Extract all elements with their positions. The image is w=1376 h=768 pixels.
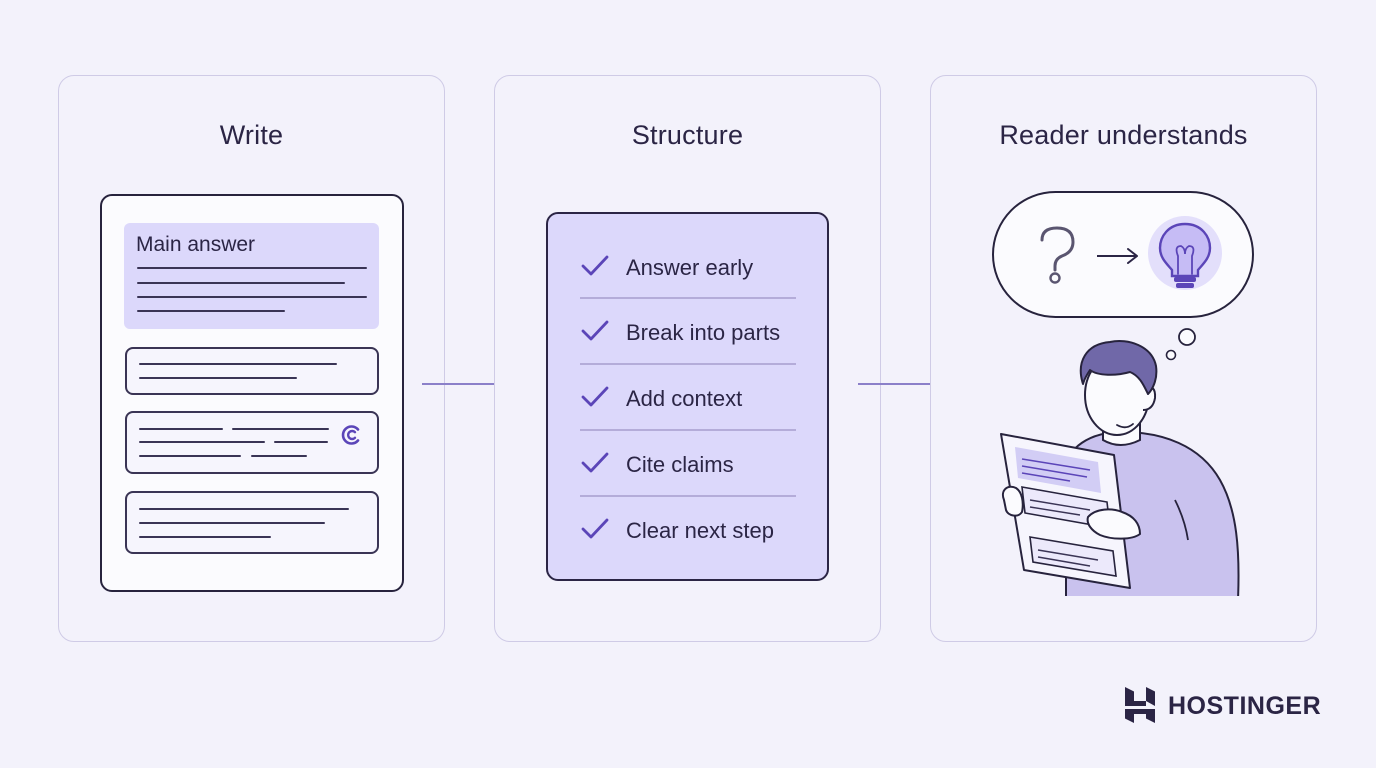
main-answer-block: Main answer — [124, 223, 379, 329]
text-line — [137, 310, 285, 312]
step-title-write: Write — [219, 120, 284, 150]
checklist-item: Break into parts — [580, 312, 796, 352]
text-line — [137, 282, 345, 284]
checklist-item: Clear next step — [580, 510, 796, 550]
hostinger-logo-icon — [1125, 687, 1155, 723]
lightbulb-icon — [1148, 216, 1222, 290]
divider — [580, 495, 796, 497]
checkmark-icon — [581, 320, 609, 341]
checklist-item-label: Break into parts — [626, 320, 781, 345]
brand-logo: HOSTINGER — [1123, 685, 1323, 725]
divider — [580, 363, 796, 365]
checkmark-icon — [581, 255, 609, 276]
reader-person — [1000, 340, 1240, 596]
main-answer-label: Main answer — [136, 233, 256, 256]
cite-c-icon — [341, 425, 360, 445]
checklist-item: Cite claims — [580, 444, 796, 484]
checklist-item-label: Answer early — [626, 255, 754, 280]
checklist-item: Answer early — [580, 247, 796, 287]
text-line — [139, 536, 271, 538]
paragraph-block — [125, 347, 379, 395]
divider — [580, 297, 796, 299]
step-title-reader: Reader understands — [999, 120, 1248, 150]
question-mark-icon — [1040, 226, 1075, 284]
divider — [580, 429, 796, 431]
text-line — [137, 267, 367, 269]
checkmark-icon — [581, 386, 609, 407]
text-line — [139, 363, 337, 365]
text-line — [139, 428, 223, 430]
reader-illustration — [992, 191, 1254, 596]
step-title-structure: Structure — [631, 120, 744, 150]
text-line — [139, 441, 265, 443]
text-line — [137, 296, 367, 298]
checkmark-icon — [581, 452, 609, 473]
checklist-item-label: Cite claims — [626, 452, 734, 477]
text-line — [139, 455, 241, 457]
brand-name: HOSTINGER — [1168, 692, 1322, 720]
text-line — [139, 508, 349, 510]
checklist-item-label: Clear next step — [626, 518, 774, 543]
checklist-item-label: Add context — [626, 386, 743, 411]
text-line — [232, 428, 329, 430]
text-line — [274, 441, 328, 443]
text-line — [139, 377, 297, 379]
checkmark-icon — [581, 518, 609, 539]
arrow-right-icon — [1097, 248, 1138, 264]
text-line — [251, 455, 307, 457]
checklist-item: Add context — [580, 378, 796, 418]
text-line — [139, 522, 325, 524]
